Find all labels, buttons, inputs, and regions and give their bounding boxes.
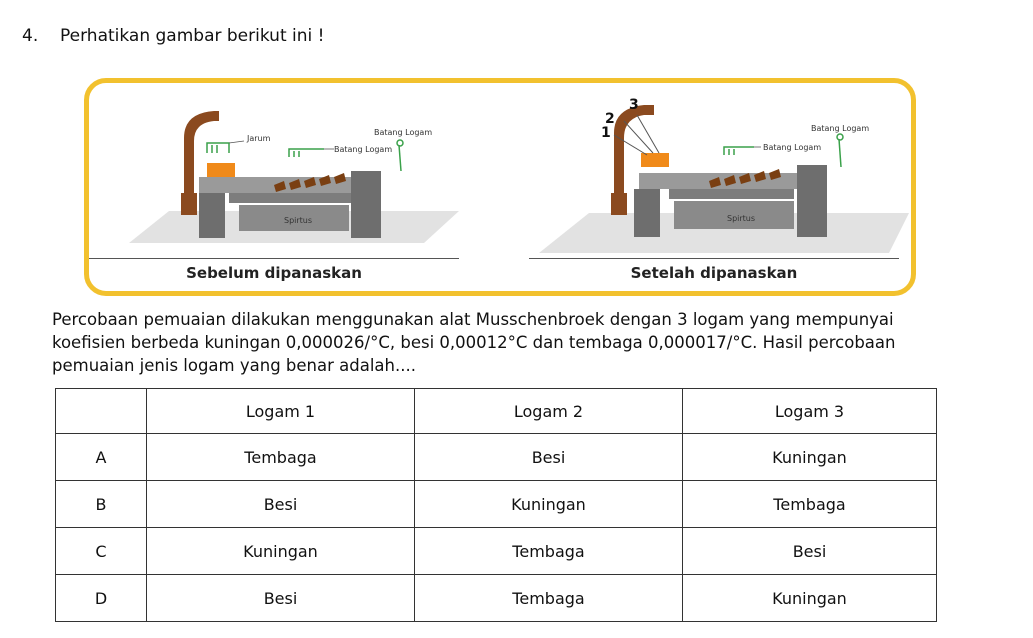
table-cell: Tembaga bbox=[414, 527, 683, 575]
table-row[interactable]: D Besi Tembaga Kuningan bbox=[55, 574, 937, 622]
table-cell: Kuningan bbox=[146, 527, 415, 575]
label-rod-mid: Batang Logam bbox=[334, 145, 392, 154]
label-needle: Jarum bbox=[246, 134, 271, 143]
burner-flames bbox=[709, 169, 781, 188]
right-support bbox=[351, 171, 381, 238]
table-cell: Besi bbox=[146, 574, 415, 622]
paragraph-line-2: koefisien berbeda kuningan 0,000026/°C, … bbox=[52, 333, 896, 352]
spirit-box bbox=[674, 201, 794, 229]
table-cell: Kuningan bbox=[414, 480, 683, 528]
caption-after: Setelah dipanaskan bbox=[529, 258, 899, 282]
pivot-arc bbox=[184, 111, 219, 198]
rods-lines bbox=[723, 133, 844, 168]
table-cell: Kuningan bbox=[682, 574, 937, 622]
question-paragraph: Percobaan pemuaian dilakukan menggunakan… bbox=[52, 308, 950, 377]
number-2: 2 bbox=[605, 111, 615, 127]
answer-table: Logam 1 Logam 2 Logam 3 A Tembaga Besi K… bbox=[55, 388, 937, 622]
apparatus-after-image: 1 2 3 Batang Logam bbox=[529, 93, 909, 261]
musschenbroek-after-illustration: 1 2 3 Batang Logam bbox=[539, 97, 909, 253]
label-spirit: Spirtus bbox=[284, 216, 312, 225]
question-header: 4. Perhatikan gambar berikut ini ! bbox=[22, 26, 324, 46]
caption-before: Sebelum dipanaskan bbox=[89, 258, 459, 282]
option-label: B bbox=[55, 480, 147, 528]
header-option bbox=[55, 388, 147, 434]
label-rod-top: Batang Logam bbox=[374, 128, 432, 137]
option-label: A bbox=[55, 433, 147, 481]
figure-frame: Jarum Batang Logam Batang Logam Spirtus … bbox=[84, 78, 916, 296]
number-3: 3 bbox=[629, 97, 639, 113]
option-label: D bbox=[55, 574, 147, 622]
arc-post bbox=[611, 193, 627, 215]
label-rod-mid: Batang Logam bbox=[763, 143, 821, 152]
apparatus-before-image: Jarum Batang Logam Batang Logam Spirtus bbox=[89, 93, 459, 261]
frame-inner bbox=[229, 193, 354, 203]
pivot-arc bbox=[614, 105, 654, 198]
question-number: 4. bbox=[22, 26, 39, 46]
frame-top bbox=[199, 177, 374, 193]
option-label: C bbox=[55, 527, 147, 575]
left-support bbox=[634, 189, 660, 237]
number-1: 1 bbox=[601, 125, 611, 141]
table-row[interactable]: C Kuningan Tembaga Besi bbox=[55, 527, 937, 575]
table-row[interactable]: A Tembaga Besi Kuningan bbox=[55, 433, 937, 481]
paragraph-line-1: Percobaan pemuaian dilakukan menggunakan… bbox=[52, 310, 894, 329]
table-cell: Tembaga bbox=[146, 433, 415, 481]
frame-inner bbox=[669, 189, 794, 199]
label-spirit: Spirtus bbox=[727, 214, 755, 223]
header-logam-1: Logam 1 bbox=[146, 388, 415, 434]
rods-lines bbox=[206, 139, 404, 172]
paragraph-line-3: pemuaian jenis logam yang benar adalah..… bbox=[52, 356, 416, 375]
musschenbroek-before-illustration: Jarum Batang Logam Batang Logam Spirtus bbox=[129, 111, 459, 243]
arc-post bbox=[181, 193, 197, 215]
spirit-box bbox=[239, 205, 349, 231]
question-prompt: Perhatikan gambar berikut ini ! bbox=[60, 26, 325, 46]
rod-head bbox=[207, 163, 235, 177]
label-rod-top: Batang Logam bbox=[811, 124, 869, 133]
table-cell: Tembaga bbox=[682, 480, 937, 528]
pointer-lines bbox=[613, 114, 660, 156]
header-logam-3: Logam 3 bbox=[682, 388, 937, 434]
right-support bbox=[797, 165, 827, 237]
table-cell: Tembaga bbox=[414, 574, 683, 622]
header-logam-2: Logam 2 bbox=[414, 388, 683, 434]
burner-flames bbox=[274, 173, 346, 192]
table-row[interactable]: B Besi Kuningan Tembaga bbox=[55, 480, 937, 528]
table-cell: Besi bbox=[682, 527, 937, 575]
rod-head bbox=[641, 153, 669, 167]
table-cell: Besi bbox=[414, 433, 683, 481]
table-cell: Besi bbox=[146, 480, 415, 528]
table-cell: Kuningan bbox=[682, 433, 937, 481]
left-support bbox=[199, 193, 225, 238]
table-header-row: Logam 1 Logam 2 Logam 3 bbox=[55, 388, 937, 434]
